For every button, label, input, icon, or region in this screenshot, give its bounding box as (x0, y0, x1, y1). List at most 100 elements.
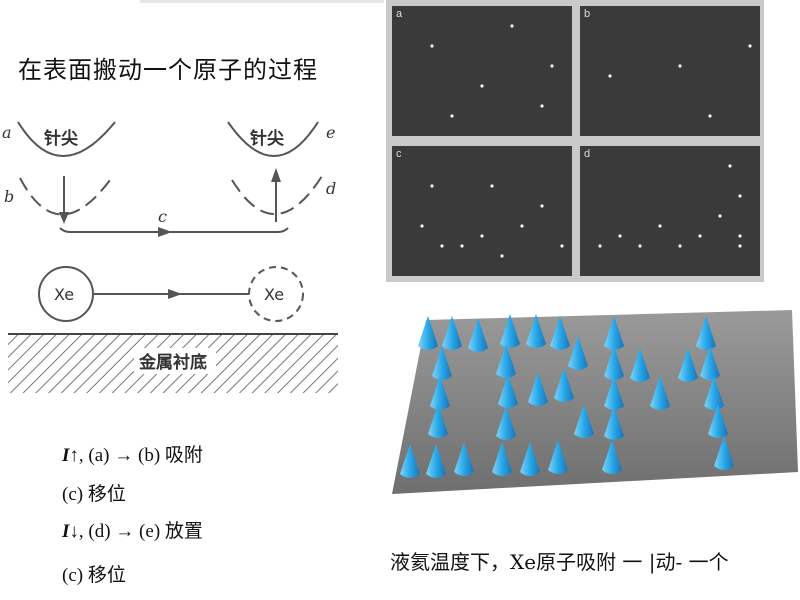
stm-image-grid: a b c d (386, 0, 764, 282)
xenon-atom-spikes (400, 314, 734, 478)
path-c-arrow (158, 227, 172, 237)
xenon-spike (650, 376, 670, 410)
xenon-spike (574, 404, 594, 438)
stm-panel-d: d (580, 146, 760, 276)
path-c-line (59, 227, 289, 233)
stm-atom-dot (460, 244, 464, 248)
step-2: (c) 移位 (62, 484, 126, 505)
stm-atom-dot (738, 194, 742, 198)
stm-atom-dot (520, 224, 524, 228)
xenon-spike (468, 318, 488, 352)
stm-atom-dot (540, 104, 544, 108)
xenon-spike (550, 316, 570, 350)
stm-atom-dot (500, 254, 504, 258)
stm-atom-dot (430, 44, 434, 48)
stm-atom-dot (450, 114, 454, 118)
label-c: c (158, 207, 167, 226)
top-edge-strip (140, 0, 384, 3)
xenon-spike (400, 444, 420, 478)
xenon-spike (548, 440, 568, 474)
xenon-spike (520, 442, 540, 476)
stm-atom-dot (638, 244, 642, 248)
slide-title: 在表面搬动一个原子的过程 (18, 56, 318, 84)
stm-atom-dot (708, 114, 712, 118)
xenon-spike (602, 440, 622, 474)
xenon-spike (496, 344, 516, 378)
xenon-spike (496, 406, 516, 440)
substrate-label: 金属衬底 (138, 352, 207, 373)
down-arrow-head (59, 212, 69, 224)
stm-atom-dot (618, 234, 622, 238)
tip-curve-e (227, 121, 319, 157)
label-b: b (4, 187, 14, 206)
xenon-spike (554, 368, 574, 402)
xe-atom-start (38, 266, 94, 322)
xenon-spike (430, 376, 450, 410)
ibm-xenon-3d-image (392, 310, 798, 494)
xenon-spike (714, 436, 734, 470)
xenon-spike (500, 314, 520, 348)
stm-atom-dot (748, 44, 752, 48)
tip-right-label: 针尖 (250, 128, 285, 149)
xenon-spike (442, 316, 462, 350)
label-d: d (326, 179, 336, 198)
stm-atom-dot (728, 164, 732, 168)
stm-atom-dot (420, 224, 424, 228)
xenon-spike (700, 346, 720, 380)
xenon-spike (696, 316, 716, 350)
stm-atom-dot (698, 234, 702, 238)
xenon-spike (418, 316, 438, 350)
xenon-spike (678, 348, 698, 382)
step-4: (c) 移位 (62, 565, 126, 586)
stm-atom-dot (440, 244, 444, 248)
xenon-spike (498, 374, 518, 408)
xenon-spike (604, 406, 624, 440)
stm-atom-dot (490, 184, 494, 188)
stm-atom-dot (678, 244, 682, 248)
xenon-spike (528, 372, 548, 406)
stm-atom-dot (658, 224, 662, 228)
stm-atom-dot (430, 184, 434, 188)
stm-atom-dot (598, 244, 602, 248)
xenon-spike (426, 444, 446, 478)
xenon-spike (708, 404, 728, 438)
stm-atom-dot (738, 244, 742, 248)
label-e: e (326, 123, 335, 142)
xenon-spike (428, 404, 448, 438)
step-1: I↑, (a) → (b) 吸附 (62, 445, 203, 466)
stm-atom-dot (550, 64, 554, 68)
atom-move-arrow (168, 289, 182, 299)
xenon-spike (604, 316, 624, 350)
stm-atom-dot (718, 214, 722, 218)
xenon-spike (492, 442, 512, 476)
stm-atom-dot (608, 74, 612, 78)
xenon-spike (604, 376, 624, 410)
tip-curve-a (17, 121, 116, 157)
stm-atom-dot (738, 234, 742, 238)
stm-atom-dot (560, 244, 564, 248)
xe-atom-end-label: Xe (264, 285, 284, 304)
atom-manipulation-diagram: 针尖 针尖 a b c d e Xe Xe 金属衬底 (2, 121, 338, 393)
step-3: I↓, (d) → (e) 放置 (62, 521, 203, 542)
stm-atom-dot (510, 24, 514, 28)
xenon-spike (432, 346, 452, 380)
stm-panel-a: a (392, 6, 572, 136)
xe-atom-start-label: Xe (54, 285, 74, 304)
xenon-spike (704, 376, 724, 410)
xenon-spike (526, 314, 546, 348)
up-arrow-head (271, 168, 281, 182)
xenon-spike (568, 336, 588, 370)
stm-panel-b: b (580, 6, 760, 136)
stm-atom-dot (480, 234, 484, 238)
tip-left-label: 针尖 (44, 128, 79, 149)
image-caption: 液氦温度下，Xe原子吸附 一 |动- 一个 (390, 550, 729, 574)
xe-atom-end (248, 266, 304, 322)
label-a: a (2, 123, 12, 142)
xenon-spike (630, 348, 650, 382)
stm-panel-c: c (392, 146, 572, 276)
xenon-spike (454, 442, 474, 476)
stm-atom-dot (480, 84, 484, 88)
substrate-label-bg (134, 348, 216, 374)
stm-atom-dot (540, 204, 544, 208)
stm-atom-dot (678, 64, 682, 68)
